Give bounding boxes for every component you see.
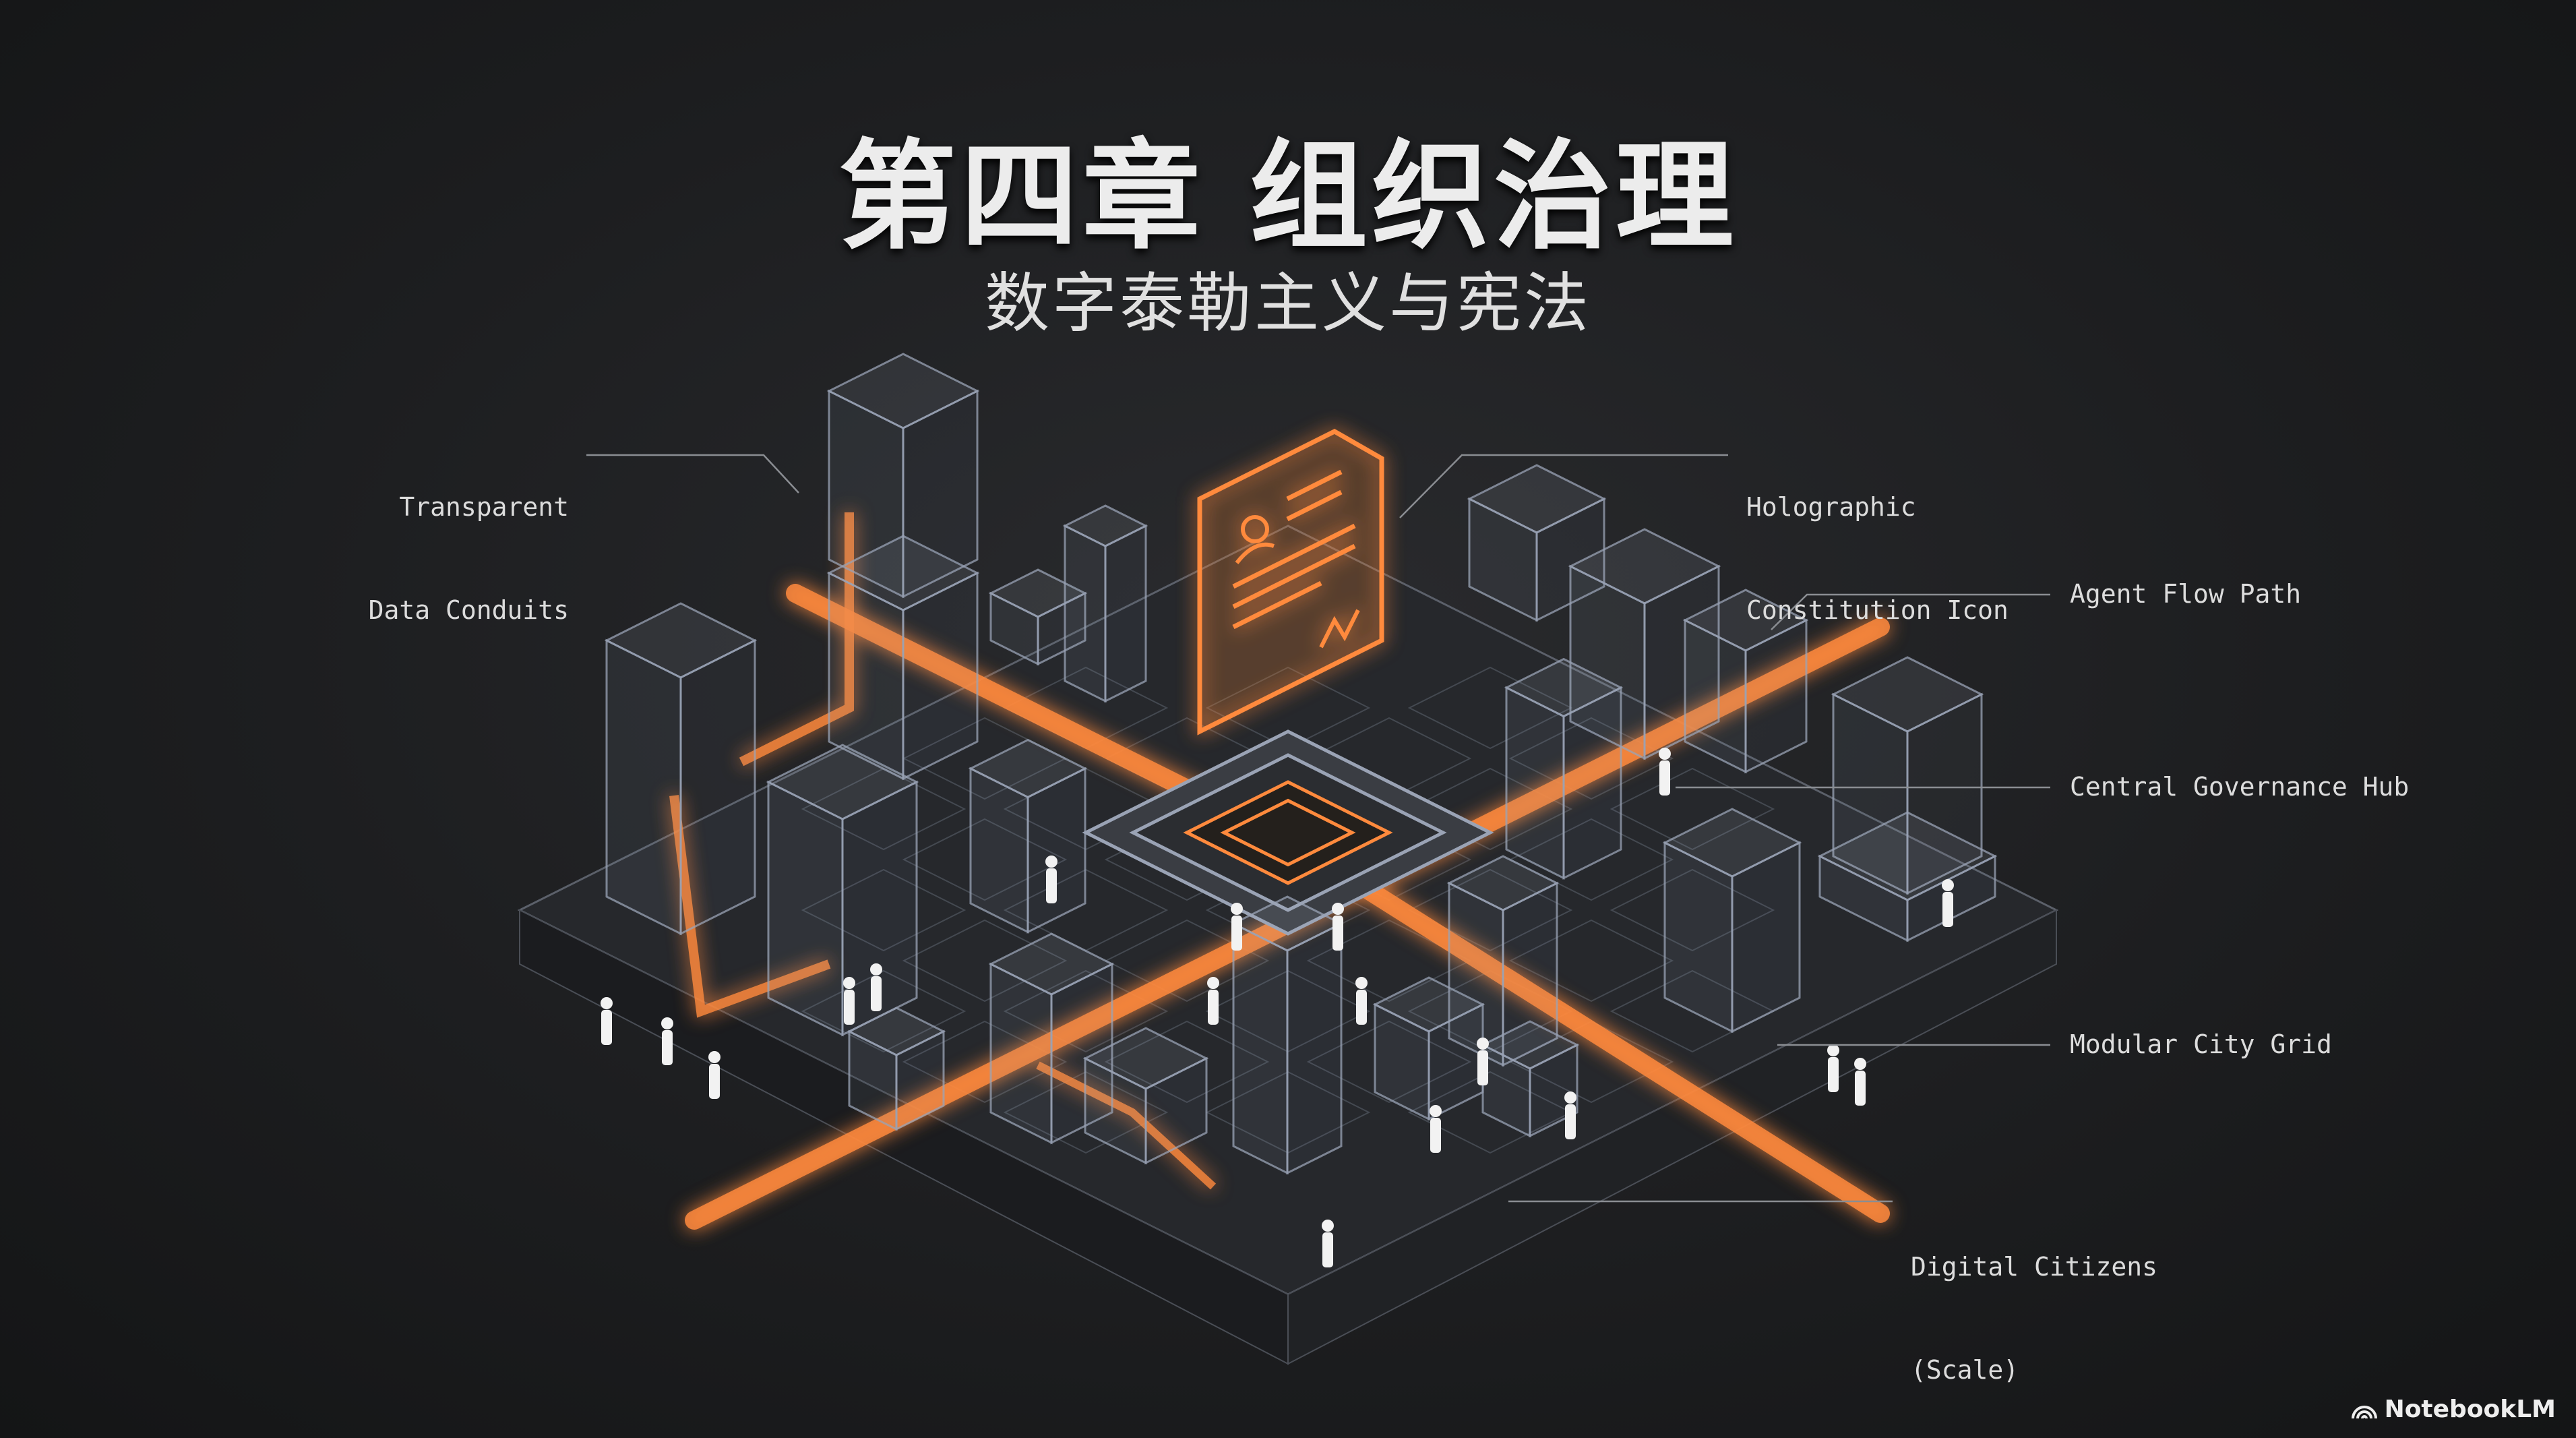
grid-block <box>1104 1020 1270 1104</box>
citizen-figure <box>601 997 613 1045</box>
holographic-constitution-icon <box>1197 429 1384 736</box>
label-constitution-icon: Holographic Constitution Icon <box>1746 421 2008 662</box>
wireframe-building <box>1231 895 1344 1175</box>
label-line: Digital Citizens <box>1911 1252 2158 1282</box>
citizen-figure <box>1942 879 1954 927</box>
grid-block <box>801 767 967 851</box>
notebooklm-logo-icon <box>2351 1405 2377 1418</box>
grid-block <box>1306 1020 1472 1104</box>
brand-watermark: NotebookLM <box>2351 1396 2556 1423</box>
wireframe-building <box>847 1007 946 1131</box>
page-subtitle: 数字泰勒主义与宪法 <box>985 266 1591 341</box>
wireframe-building <box>968 738 1088 934</box>
wireframe-building <box>604 602 758 936</box>
citizen-figure <box>1564 1091 1576 1139</box>
hub-ring <box>1220 798 1356 867</box>
citizen-figure <box>661 1017 673 1065</box>
grid-block <box>1609 969 1775 1053</box>
grid-block <box>1609 767 1775 851</box>
wireframe-building <box>988 932 1115 1145</box>
text-line <box>1286 489 1343 522</box>
grid-block <box>1508 919 1674 1002</box>
data-conduit <box>739 512 854 767</box>
citizen-figure <box>1231 903 1243 951</box>
wireframe-building <box>766 744 919 1037</box>
label-governance-hub: Central Governance Hub <box>2070 772 2410 802</box>
label-line: Constitution Icon <box>1746 595 2008 625</box>
citizen-figure <box>870 963 882 1011</box>
citizen-figure <box>1322 1220 1334 1267</box>
wireframe-building <box>1568 528 1721 760</box>
grid-block <box>1609 868 1775 952</box>
citizen-figure <box>1827 1044 1839 1092</box>
citizen-figure <box>1854 1058 1866 1106</box>
page-title: 第四章 组织治理 <box>838 129 1738 266</box>
digital-citizens <box>601 748 1954 1267</box>
label-data-conduits: Transparent Data Conduits <box>369 421 569 662</box>
central-governance-hub <box>1082 729 1494 936</box>
citizen-figure <box>708 1051 720 1099</box>
wireframe-building <box>1467 464 1607 622</box>
text-line <box>1232 523 1356 589</box>
citizen-figure <box>1659 748 1671 796</box>
text-line <box>1232 580 1322 630</box>
grid-block <box>801 868 967 952</box>
wireframe-building <box>988 568 1088 666</box>
buildings <box>604 353 1998 1175</box>
text-line <box>1232 543 1356 609</box>
data-conduit <box>1036 1061 1217 1190</box>
citizen-figure <box>1045 856 1057 903</box>
grid-block <box>1407 868 1573 952</box>
wireframe-building <box>1446 855 1560 1067</box>
citizen-figure <box>1332 903 1344 951</box>
wireframe-building <box>1662 808 1802 1033</box>
wireframe-building <box>1504 657 1624 880</box>
data-conduit <box>669 795 831 1018</box>
label-line: Transparent <box>399 492 569 522</box>
leader-lines <box>586 454 2050 1203</box>
label-line: (Scale) <box>1911 1355 2019 1385</box>
signature-mark <box>1319 609 1360 649</box>
citizen-figure <box>1355 977 1368 1025</box>
citizen-figure <box>1430 1105 1442 1153</box>
wireframe-building <box>1682 589 1809 774</box>
grid-block <box>1508 818 1674 901</box>
label-line: Holographic <box>1746 492 1916 522</box>
wireframe-building <box>826 353 980 599</box>
grid-block <box>1407 1071 1573 1154</box>
wireframe-building <box>1372 976 1485 1121</box>
wireframe-building <box>1831 656 1984 895</box>
citizen-figure <box>843 977 855 1025</box>
label-agent-flow: Agent Flow Path <box>2070 579 2302 609</box>
brand-name: NotebookLM <box>2384 1396 2556 1423</box>
hub-ring <box>1183 780 1393 885</box>
text-line <box>1286 469 1343 502</box>
wireframe-building <box>1082 1027 1209 1165</box>
document-frame <box>1197 429 1384 736</box>
grid-block <box>902 919 1068 1002</box>
grid-block <box>902 818 1068 901</box>
label-digital-citizens: Digital Citizens (Scale) <box>1911 1181 2157 1422</box>
grid-block <box>801 969 967 1053</box>
citizen-figure <box>1207 977 1219 1025</box>
grid-block <box>1003 1071 1169 1154</box>
label-city-grid: Modular City Grid <box>2070 1029 2332 1059</box>
grid-block <box>1407 666 1573 750</box>
label-line: Data Conduits <box>368 595 569 625</box>
person-icon <box>1241 515 1269 543</box>
citizen-figure <box>1477 1038 1489 1085</box>
